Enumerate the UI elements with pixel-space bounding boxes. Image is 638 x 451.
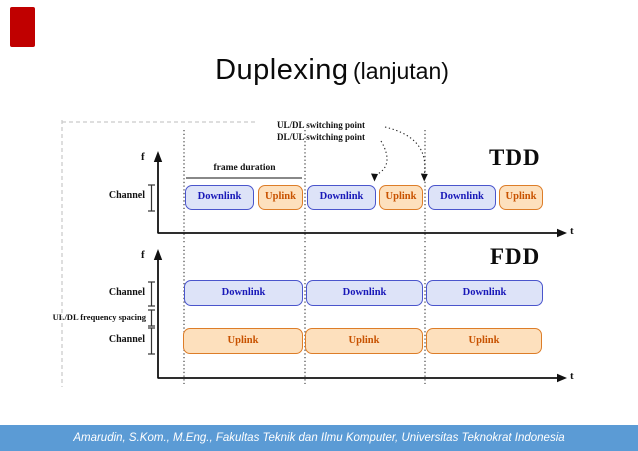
fdd-title: FDD	[490, 244, 541, 269]
tdd-title: TDD	[489, 145, 541, 170]
fdd-downlink-box-1: Downlink	[184, 280, 303, 306]
fdd-t-axis-label: t	[570, 370, 574, 382]
fdd-uplink-box-1: Uplink	[183, 328, 303, 354]
fdd-frame-boundaries	[183, 246, 426, 384]
tdd-t-axis-label: t	[570, 225, 574, 237]
switching-point-arrowheads	[371, 173, 428, 182]
fdd-uplink-box-3: Uplink	[426, 328, 542, 354]
tdd-f-axis-label: f	[141, 151, 145, 163]
footer-bar: Amarudin, S.Kom., M.Eng., Fakultas Tekni…	[0, 425, 638, 451]
tdd-uplink-box-2: Uplink	[379, 185, 423, 210]
accent-bar	[10, 7, 35, 47]
fdd-f-axis-label: f	[141, 249, 145, 261]
fdd-channel-label-bottom: Channel	[108, 334, 145, 345]
title-suffix-text: (lanjutan)	[353, 58, 449, 84]
footer-credit-text: Amarudin, S.Kom., M.Eng., Fakultas Tekni…	[73, 432, 565, 444]
dl-ul-switching-point-label: DL/UL switching point	[277, 132, 366, 142]
ul-dl-frequency-spacing-label: UL/DL frequency spacing	[52, 312, 146, 322]
page-title: Duplexing (lanjutan)	[26, 54, 638, 87]
fdd-downlink-box-3: Downlink	[426, 280, 543, 306]
tdd-channel-label: Channel	[108, 190, 145, 201]
fdd-channel-label-top: Channel	[108, 287, 145, 298]
tdd-uplink-box-3: Uplink	[499, 185, 543, 210]
measure-brackets	[148, 184, 155, 355]
title-text: Duplexing	[215, 54, 349, 86]
tdd-downlink-box-2: Downlink	[307, 185, 376, 210]
tdd-uplink-box-1: Uplink	[258, 185, 303, 210]
switching-point-arrows	[375, 126, 426, 176]
tdd-downlink-box-3: Downlink	[428, 185, 496, 210]
ul-dl-switching-point-label: UL/DL switching point	[277, 120, 366, 130]
fdd-downlink-box-2: Downlink	[306, 280, 423, 306]
fdd-uplink-box-2: Uplink	[305, 328, 423, 354]
frame-duration-label: frame duration	[213, 163, 276, 173]
tdd-downlink-box-1: Downlink	[185, 185, 254, 210]
